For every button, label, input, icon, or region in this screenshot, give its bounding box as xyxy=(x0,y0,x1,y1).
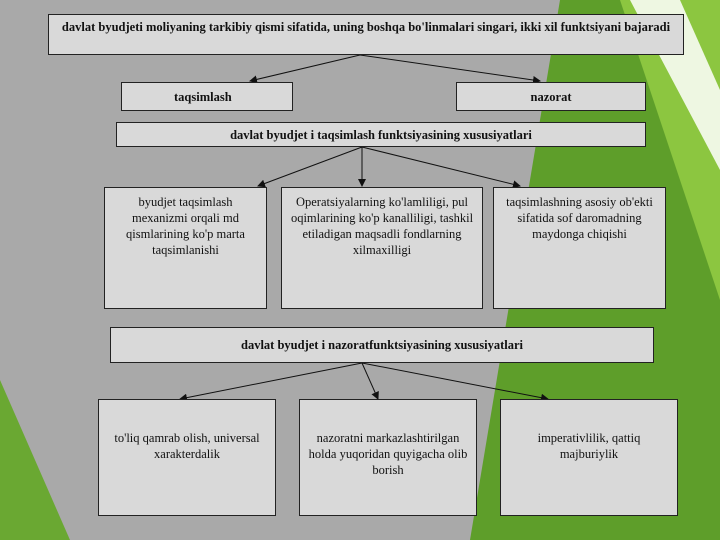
distribution-item-3: taqsimlashning asosiy ob'ekti sifatida s… xyxy=(493,187,666,309)
function-label-nazorat: nazorat xyxy=(530,89,572,104)
green-stripe-left xyxy=(0,380,70,540)
arrow-ctrl-2 xyxy=(361,362,379,400)
arrow-top-to-nazorat xyxy=(359,54,541,84)
top-box: davlat byudjeti moliyaning tarkibiy qism… xyxy=(48,14,684,55)
function-box-taqsimlash: taqsimlash xyxy=(121,82,293,111)
control-item-1: to'liq qamrab olish, universal xarakterd… xyxy=(98,399,276,516)
control-item-2: nazoratni markazlashtirilgan holda yuqor… xyxy=(299,399,477,516)
distribution-heading: davlat byudjet i taqsimlash funktsiyasin… xyxy=(116,122,646,147)
arrow-ctrl-1 xyxy=(179,362,363,402)
function-label-taqsimlash: taqsimlash xyxy=(174,89,232,104)
distribution-item-1: byudjet taqsimlash mexanizmi orqali md q… xyxy=(104,187,267,309)
arrow-ctrl-3 xyxy=(361,362,549,402)
arrow-dist-1 xyxy=(257,146,363,188)
function-box-nazorat: nazorat xyxy=(456,82,646,111)
arrow-top-to-taqsimlash xyxy=(249,54,361,84)
distribution-item-2: Operatsiyalarning ko'lamliligi, pul oqim… xyxy=(281,187,483,309)
arrow-dist-3 xyxy=(361,146,521,189)
control-item-3: imperativlilik, qattiq majburiylik xyxy=(500,399,678,516)
control-heading: davlat byudjet i nazoratfunktsiyasining … xyxy=(110,327,654,363)
